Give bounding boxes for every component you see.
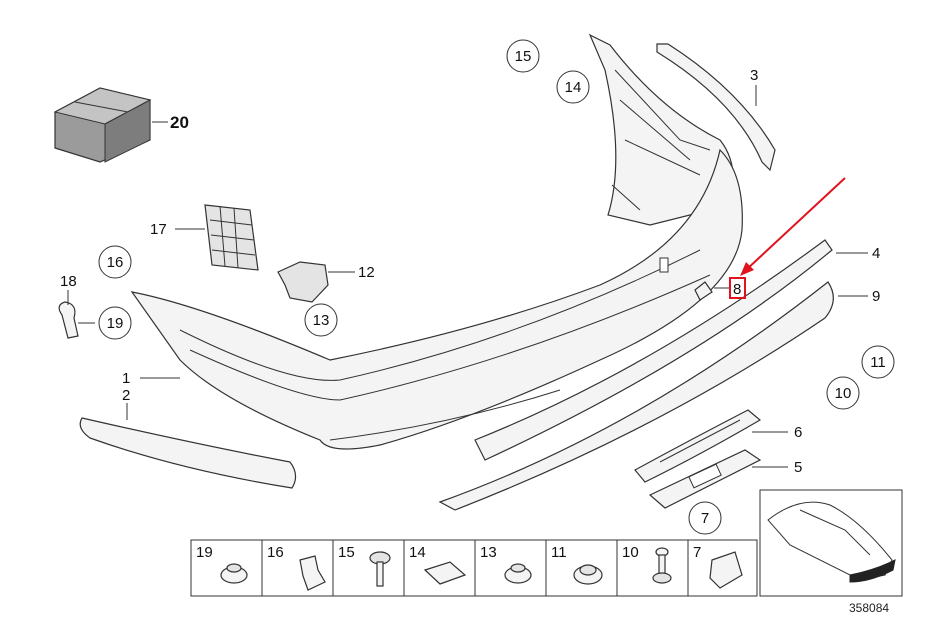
strip-label-13: 13 <box>480 544 497 561</box>
callout-18: 18 <box>60 273 77 290</box>
circled-19: 19 <box>107 315 124 332</box>
part-4-moulding <box>474 239 833 461</box>
part-5-license-light-housing <box>648 449 762 509</box>
part-9-moulding <box>438 281 834 511</box>
fastener-15-screw <box>369 551 391 587</box>
callout-2: 2 <box>122 387 130 404</box>
fastener-10-rivet <box>652 547 672 584</box>
part-14-bumper-carrier <box>588 33 734 226</box>
part-18-clip <box>58 301 79 339</box>
reference-number: 358084 <box>849 601 889 615</box>
callout-20: 20 <box>170 113 189 132</box>
strip-label-7: 7 <box>693 544 701 561</box>
strip-label-15: 15 <box>338 544 355 561</box>
fastener-strip: 19 16 15 14 13 11 10 7 <box>190 539 758 597</box>
fastener-7-clip <box>709 551 743 589</box>
part-2-reflector <box>79 417 297 489</box>
circled-13: 13 <box>313 312 330 329</box>
part-20-box <box>53 87 168 163</box>
fastener-14-nut-clip <box>423 561 467 585</box>
part-12-bracket <box>277 261 329 303</box>
fastener-16-clip <box>299 555 326 591</box>
strip-label-14: 14 <box>409 544 426 561</box>
part-8-highlight-box <box>729 277 746 299</box>
callout-8: 8 <box>733 281 741 298</box>
circled-16: 16 <box>107 254 124 271</box>
fastener-11-nut <box>573 564 603 585</box>
fastener-19-nut <box>220 563 248 584</box>
callout-17: 17 <box>150 221 167 238</box>
strip-label-10: 10 <box>622 544 639 561</box>
circled-7: 7 <box>701 510 709 527</box>
vehicle-thumbnail <box>759 489 903 597</box>
fastener-13-nut <box>504 563 532 584</box>
callout-6: 6 <box>794 424 802 441</box>
strip-label-16: 16 <box>267 544 284 561</box>
callout-3: 3 <box>750 67 758 84</box>
circled-11: 11 <box>870 354 886 371</box>
callout-12: 12 <box>358 264 375 281</box>
part-17-vent-grille <box>204 204 259 271</box>
circled-10: 10 <box>835 385 852 402</box>
strip-label-19: 19 <box>196 544 213 561</box>
part-8-clip <box>694 281 713 301</box>
highlight-arrow <box>740 177 846 276</box>
callout-5: 5 <box>794 459 802 476</box>
part-6-bracket <box>634 409 762 483</box>
part-3-trim-strip <box>656 43 776 172</box>
callout-4: 4 <box>872 245 880 262</box>
part-1-bumper-panel <box>130 148 743 450</box>
callout-1: 1 <box>122 370 130 387</box>
circled-15: 15 <box>515 48 532 65</box>
callout-9: 9 <box>872 288 880 305</box>
strip-label-11: 11 <box>551 544 567 561</box>
circled-14: 14 <box>565 79 582 96</box>
